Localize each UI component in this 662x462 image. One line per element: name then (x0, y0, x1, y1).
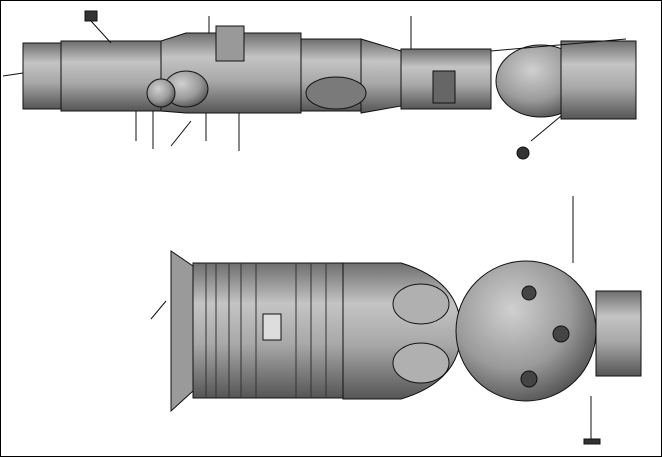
orbital-module-b (560, 40, 637, 120)
porthole-middle (552, 325, 570, 343)
tank-small (146, 78, 176, 108)
service-module-aft (22, 42, 64, 110)
aft-skirt (170, 250, 194, 413)
antenna-dish (84, 10, 98, 22)
equipment-detail (262, 313, 282, 341)
crew-seat (432, 70, 456, 104)
docking-lamp (516, 146, 530, 160)
antenna (2, 72, 24, 77)
exterior-view (150, 196, 642, 445)
descent-module-exterior (342, 262, 462, 400)
transfer-tunnel (360, 38, 402, 114)
docking-unit (595, 290, 642, 377)
porthole-top (521, 285, 537, 301)
fairing-bulge-bottom (392, 342, 450, 384)
service-module (60, 40, 162, 112)
tank-lower (305, 76, 367, 110)
cutaway-view (2, 10, 637, 160)
porthole-bottom (520, 370, 538, 388)
docking-lamp-bottom (583, 438, 601, 445)
fairing-bulge-top (392, 283, 450, 325)
truss (215, 25, 245, 62)
